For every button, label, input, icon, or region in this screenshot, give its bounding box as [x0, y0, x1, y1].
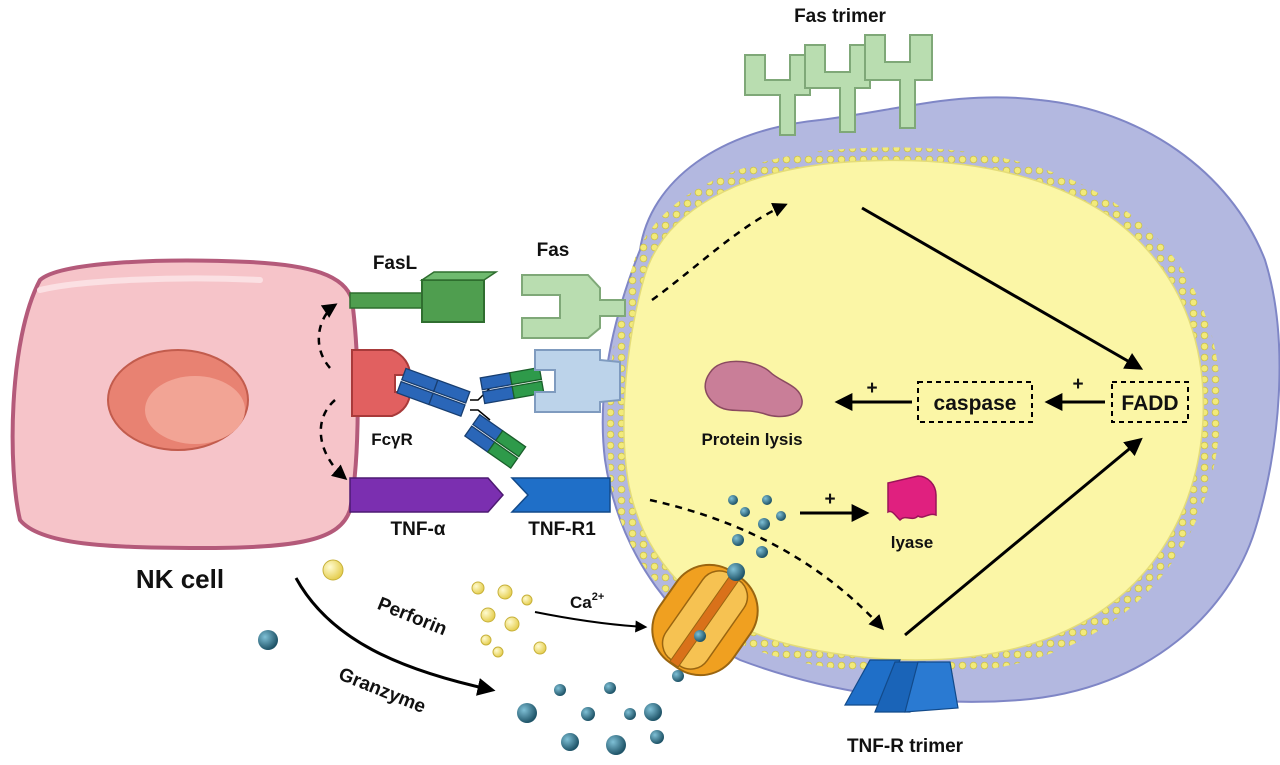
caspase-label: caspase [934, 392, 1017, 415]
nk-secretion-arrow-up [317, 303, 338, 369]
fas-trimer-unit-2 [804, 44, 871, 133]
fas-trimer-unit-3 [864, 34, 933, 129]
tnf-r1-receptor [510, 477, 611, 513]
fas-to-trimer-arrow [651, 203, 788, 302]
granzyme-label: Granzyme [336, 664, 429, 718]
granzyme-in-pore [727, 563, 745, 581]
fas-trimer-label: Fas trimer [794, 6, 886, 27]
perforin-granules [322, 559, 547, 658]
fas-receptor [521, 274, 626, 339]
fas-trimer-unit-1 [744, 54, 811, 136]
fas-trimer [744, 34, 933, 136]
fadd-box: FADD [1111, 381, 1189, 423]
nk-cell-label: NK cell [136, 564, 224, 594]
nk-secretion-arrow-down [319, 399, 348, 480]
plus-fadd-caspase: + [1072, 374, 1083, 395]
perforin-granzyme-arrow [294, 577, 496, 696]
plus-caspase-protein: + [866, 378, 877, 399]
fasl-label: FasL [373, 253, 418, 274]
nk-cell-highlight [37, 275, 263, 293]
nk-nucleus-shine [145, 376, 245, 444]
antibody [396, 366, 545, 470]
fadd-label: FADD [1121, 392, 1178, 415]
ca-label: Ca2+ [570, 591, 604, 612]
ca-arrow [534, 611, 648, 633]
target-cell-cytoplasm [623, 159, 1205, 661]
lyase-label: lyase [891, 533, 934, 552]
perforin-label: Perforin [374, 594, 449, 641]
protein-lysis-label: Protein lysis [701, 430, 802, 449]
fasl-ligand [349, 271, 499, 323]
fcyr-label: FcγR [371, 430, 413, 449]
trimer-to-fadd-arrow [861, 206, 1144, 370]
lyase-shape [887, 475, 937, 522]
tnf-r-trimer [843, 659, 959, 713]
tnfr1-to-trimer-arrow [649, 498, 885, 631]
fas-label: Fas [537, 240, 570, 261]
trimer-to-fadd-bottom-arrow [904, 437, 1143, 637]
plus-granzyme-lyase: + [824, 489, 835, 510]
perforin-pore [651, 563, 759, 677]
granzyme-granules [258, 495, 786, 755]
tnf-alpha-ligand [349, 477, 505, 513]
fcyr-receptor [351, 349, 412, 417]
antigen-receptor [534, 349, 621, 413]
tnf-alpha-label: TNF-α [391, 519, 446, 540]
target-cell [601, 96, 1280, 703]
tnf-r-trimer-label: TNF-R trimer [847, 736, 964, 757]
granzyme-in-pore [694, 630, 706, 642]
granzyme-in-pore [672, 670, 684, 682]
caspase-box: caspase [917, 381, 1033, 423]
tnf-r1-label: TNF-R1 [528, 519, 596, 540]
nk-cell [10, 258, 360, 551]
protein-blob [704, 360, 803, 418]
